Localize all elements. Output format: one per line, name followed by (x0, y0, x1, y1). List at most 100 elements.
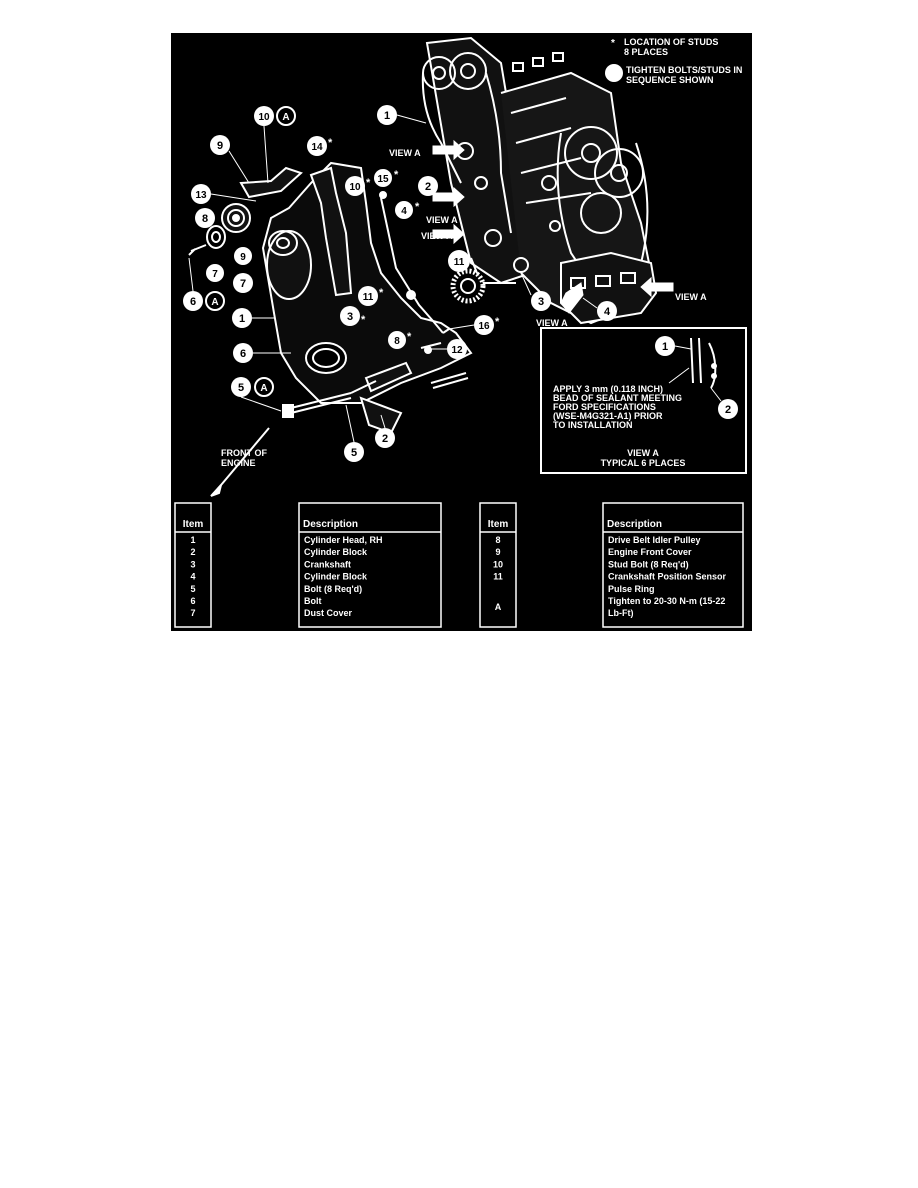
diagram-svg: * LOCATION OF STUDS 8 PLACES TIGHTEN BOL… (174, 36, 747, 628)
callout-10: 10 (258, 112, 270, 123)
crankshaft-pulse-ring (450, 268, 486, 304)
callout-2: 2 (425, 181, 431, 193)
callout-2: 2 (382, 433, 388, 445)
inset-note-line3: FORD SPECIFICATIONS (553, 402, 656, 412)
view-a-label: VIEW A (389, 148, 421, 158)
callout-star: * (366, 177, 371, 189)
callouts: 1 2 10 A 9 14 * 13 10 * 15 * 4 * (183, 105, 617, 462)
callout-3: 3 (538, 296, 544, 308)
callout-star: * (407, 331, 412, 343)
legend-star: * (611, 38, 615, 49)
legend-sequence-2: SEQUENCE SHOWN (626, 75, 714, 85)
inset-callout-1: 1 (662, 341, 668, 353)
front-of-engine-label: FRONT OF (221, 448, 267, 458)
table-right-desc-cell: Pulse Ring (608, 584, 655, 594)
callout-star: * (361, 314, 366, 326)
table-right-item-cell: 9 (495, 547, 500, 557)
table-right-desc-cell: Stud Bolt (8 Req'd) (608, 559, 689, 569)
table-left-desc-cell: Cylinder Head, RH (304, 535, 383, 545)
inset-note-line1: APPLY 3 mm (0.118 INCH) (553, 384, 663, 394)
table-left-desc-cell: Bolt (304, 596, 322, 606)
front-cover-drawing (188, 161, 473, 435)
engine-front-cover-diagram: * LOCATION OF STUDS 8 PLACES TIGHTEN BOL… (171, 33, 752, 631)
table-right-desc-cell: Lb-Ft) (608, 608, 633, 618)
callout-1: 1 (384, 110, 390, 122)
legend-tables: Item Description Item Description (174, 502, 744, 628)
table-right-desc-cell: Engine Front Cover (608, 547, 692, 557)
view-a-label: VIEW A (536, 318, 568, 328)
callout-a: A (282, 112, 289, 123)
callout-10: 10 (349, 182, 361, 193)
callout-9: 9 (217, 140, 223, 152)
callout-15: 15 (377, 174, 389, 185)
callout-11: 11 (363, 292, 374, 303)
callout-star: * (379, 287, 384, 299)
table-left-desc-header: Description (303, 519, 358, 530)
table-right-item-cell: A (495, 602, 502, 612)
callout-1: 1 (239, 313, 245, 325)
callout-star: * (328, 137, 333, 149)
view-a-inset: 1 2 APPLY 3 mm (0.118 INCH) BEAD OF SEAL… (540, 327, 747, 474)
inset-title-1: VIEW A (627, 448, 659, 458)
table-right-desc-header: Description (607, 519, 662, 530)
callout-4: 4 (604, 306, 611, 318)
callout-star: * (415, 201, 420, 213)
engine-block-drawing (421, 36, 658, 325)
table-left-item-cell: 2 (190, 547, 195, 557)
callout-star: * (394, 169, 399, 181)
table-left-desc-cell: Dust Cover (304, 608, 353, 618)
callout-6: 6 (190, 296, 196, 308)
table-right-item-cell: 11 (493, 572, 503, 582)
table-left-item-cell: 5 (190, 584, 195, 594)
callout-11: 11 (454, 257, 465, 268)
table-left-item-box (174, 502, 212, 628)
callout-a: A (211, 297, 218, 308)
legend: * LOCATION OF STUDS 8 PLACES TIGHTEN BOL… (605, 37, 742, 85)
table-right-item-cell: 10 (493, 559, 503, 569)
inset-callout-2: 2 (725, 404, 731, 416)
callout-12: 12 (451, 345, 463, 356)
table-left-desc-box (298, 502, 442, 628)
callout-8: 8 (202, 213, 208, 225)
callout-7: 7 (212, 269, 218, 280)
inset-note-line5: TO INSTALLATION (553, 420, 633, 430)
callout-4: 4 (401, 206, 407, 217)
callout-5: 5 (238, 382, 244, 394)
table-left-desc-cell: Cylinder Block (304, 572, 368, 582)
table-left-item-cell: 7 (190, 608, 195, 618)
inset-note-line2: BEAD OF SEALANT MEETING (553, 393, 682, 403)
callout-7: 7 (240, 278, 246, 290)
table-left-item-cell: 3 (190, 559, 195, 569)
table-left-desc-cell: Crankshaft (304, 559, 351, 569)
callout-a: A (260, 383, 267, 394)
view-a-label: VIEW A (426, 215, 458, 225)
view-a-label: VIEW A (421, 231, 453, 241)
inset-title-2: TYPICAL 6 PLACES (601, 458, 686, 468)
table-right-item-box (479, 502, 517, 628)
callout-13: 13 (195, 190, 207, 201)
view-a-label: VIEW A (675, 292, 707, 302)
legend-circle-icon (605, 64, 623, 82)
view-a-arrows (432, 139, 674, 314)
callout-16: 16 (478, 321, 490, 332)
legend-sequence-1: TIGHTEN BOLTS/STUDS IN (626, 65, 742, 75)
callout-star: * (495, 316, 500, 328)
table-right-desc-box (602, 502, 744, 628)
front-of-engine-label: ENGINE (221, 458, 256, 468)
callout-8: 8 (394, 336, 400, 347)
table-right-desc-cell: Crankshaft Position Sensor (608, 572, 727, 582)
callout-14: 14 (311, 142, 323, 153)
table-right-desc-cell: Tighten to 20-30 N-m (15-22 (608, 596, 725, 606)
callout-9: 9 (240, 252, 246, 263)
legend-studs-text: LOCATION OF STUDS (624, 37, 718, 47)
table-left-desc-cell: Bolt (8 Req'd) (304, 584, 362, 594)
table-right-desc-cell: Drive Belt Idler Pulley (608, 535, 701, 545)
table-left-desc-cell: Cylinder Block (304, 547, 368, 557)
front-of-engine-arrow (210, 427, 270, 497)
callout-3: 3 (347, 311, 353, 323)
table-left-item-cell: 1 (190, 535, 195, 545)
table-left-item-cell: 4 (190, 572, 195, 582)
callout-6: 6 (240, 348, 246, 360)
legend-studs-count: 8 PLACES (624, 47, 668, 57)
